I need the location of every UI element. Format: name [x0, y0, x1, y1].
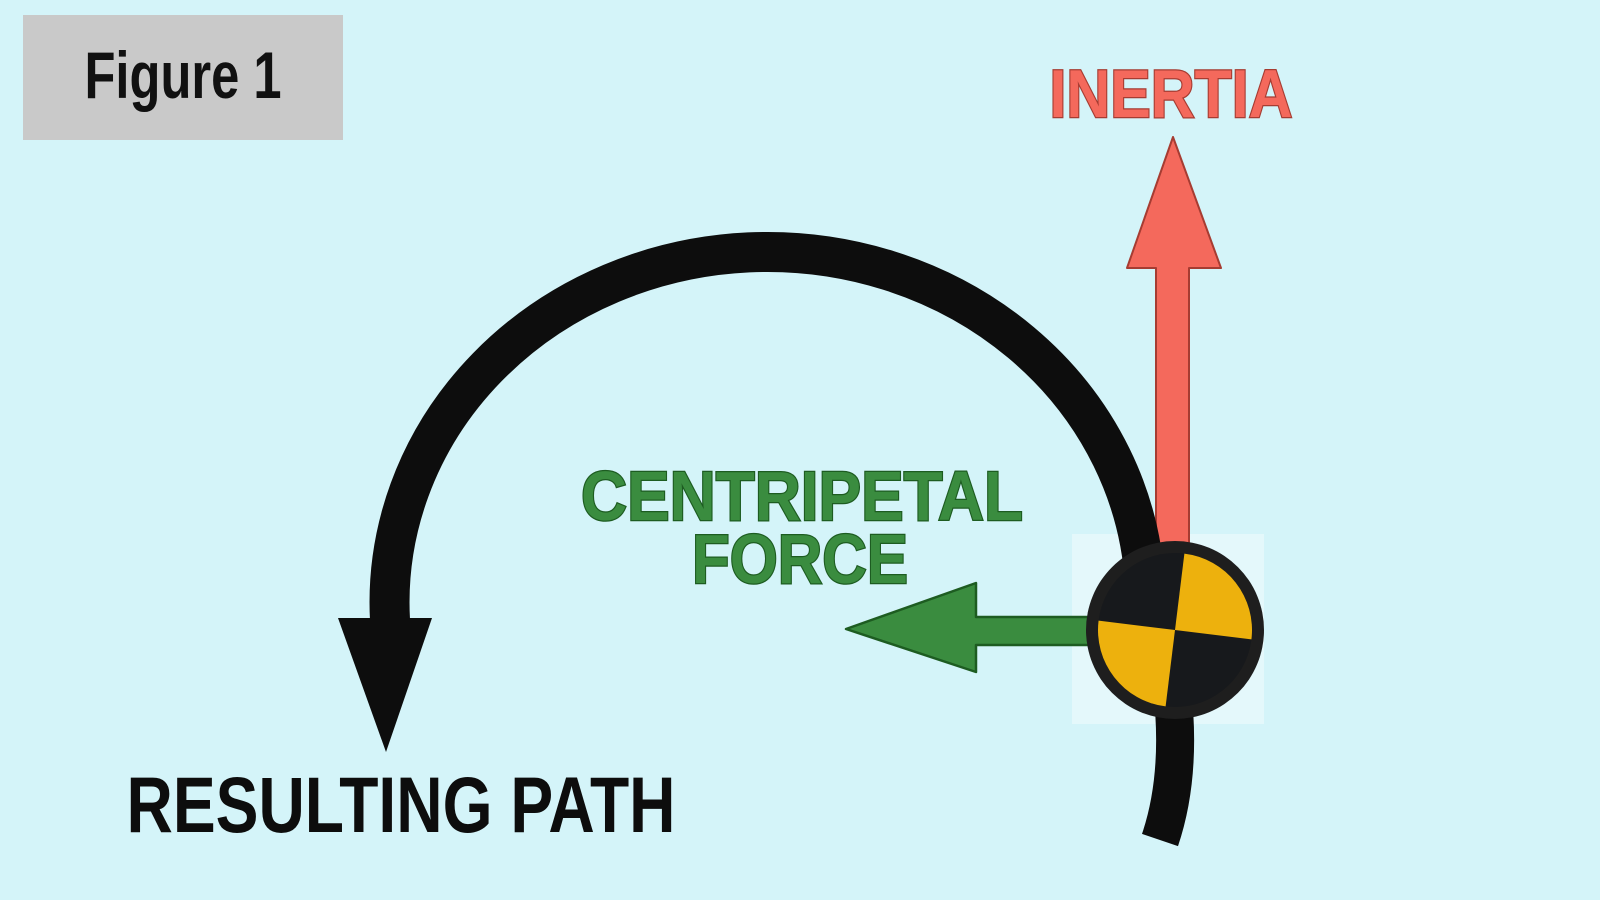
centripetal-label-line2: FORCE	[692, 520, 908, 598]
resulting-path-arrowhead	[338, 618, 432, 752]
figure-label: Figure 1	[85, 38, 282, 112]
figure-label-box	[23, 15, 343, 140]
inertia-arrow	[1126, 136, 1222, 561]
marker-yellow-quadrant-bottom-left	[1098, 620, 1175, 707]
crash-test-dummy-marker	[1086, 541, 1264, 719]
centripetal-label-line1: CENTRIPETAL	[581, 457, 1023, 535]
marker-yellow-quadrant-top-right	[1175, 553, 1252, 640]
inertia-label: INERTIA	[1050, 56, 1293, 132]
resulting-path-arc	[369, 231, 1165, 622]
resulting-path-label: RESULTING PATH	[127, 760, 676, 849]
